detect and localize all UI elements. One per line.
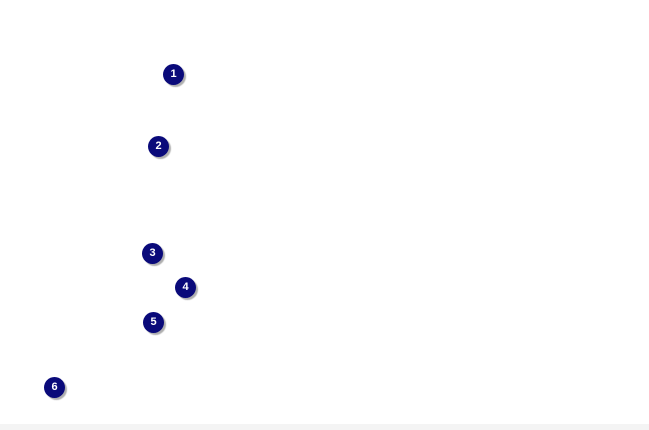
bottom-edge-strip bbox=[0, 424, 649, 430]
callout-label-5: 5 bbox=[150, 316, 157, 328]
callout-label-2: 2 bbox=[155, 140, 162, 152]
callout-marker-5[interactable]: 5 bbox=[143, 312, 164, 333]
callout-marker-2[interactable]: 2 bbox=[148, 136, 169, 157]
callout-label-6: 6 bbox=[51, 381, 58, 393]
callout-marker-4[interactable]: 4 bbox=[175, 277, 196, 298]
callout-marker-3[interactable]: 3 bbox=[142, 243, 163, 264]
callout-label-1: 1 bbox=[170, 68, 177, 80]
callout-marker-6[interactable]: 6 bbox=[44, 377, 65, 398]
callout-label-3: 3 bbox=[149, 247, 156, 259]
callout-marker-1[interactable]: 1 bbox=[163, 64, 184, 85]
callout-label-4: 4 bbox=[182, 281, 189, 293]
